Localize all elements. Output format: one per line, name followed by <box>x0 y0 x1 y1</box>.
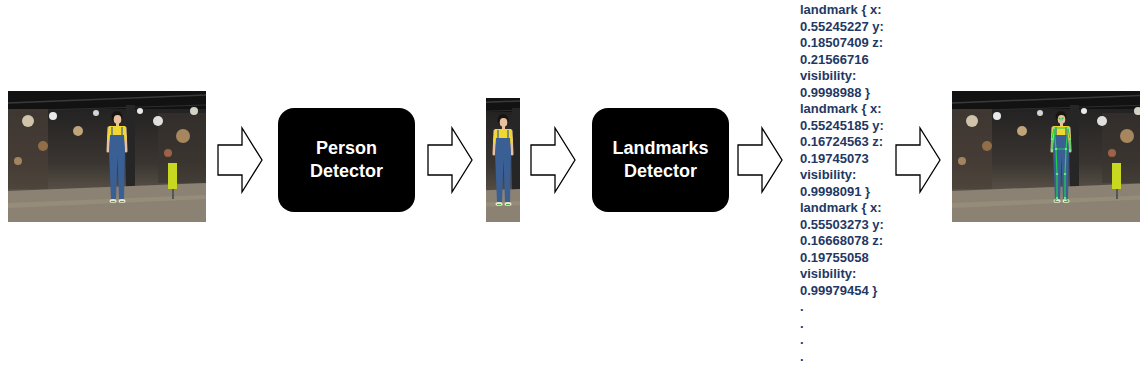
landmark-text: landmark { x: 0.55503273 y: 0.16668078 z… <box>800 200 896 299</box>
landmark-text: landmark { x: 0.55245227 y: 0.18507409 z… <box>800 2 896 101</box>
process-box: Person Detector <box>278 108 415 212</box>
box-label: Person Detector <box>290 137 403 184</box>
flow-arrow <box>531 128 575 192</box>
landmark-text: landmark { x: 0.55245185 y: 0.16724563 z… <box>800 101 896 200</box>
process-box: Landmarks Detector <box>592 108 729 212</box>
output-photo <box>952 91 1140 222</box>
cropped-person <box>394 94 592 225</box>
landmark-text: . <box>800 316 896 333</box>
landmark-text: . <box>800 349 896 366</box>
input-photo <box>8 91 206 222</box>
landmark-text: . <box>800 332 896 349</box>
flow-arrow <box>896 128 940 192</box>
pose-skeleton <box>1052 118 1070 201</box>
flow-arrow <box>428 128 472 192</box>
box-label: Landmarks Detector <box>604 137 717 184</box>
landmark-output: landmark { x: 0.55245227 y: 0.18507409 z… <box>800 2 896 365</box>
flow-arrow <box>738 128 782 192</box>
flow-arrow <box>218 128 262 192</box>
landmark-text: . <box>800 299 896 316</box>
